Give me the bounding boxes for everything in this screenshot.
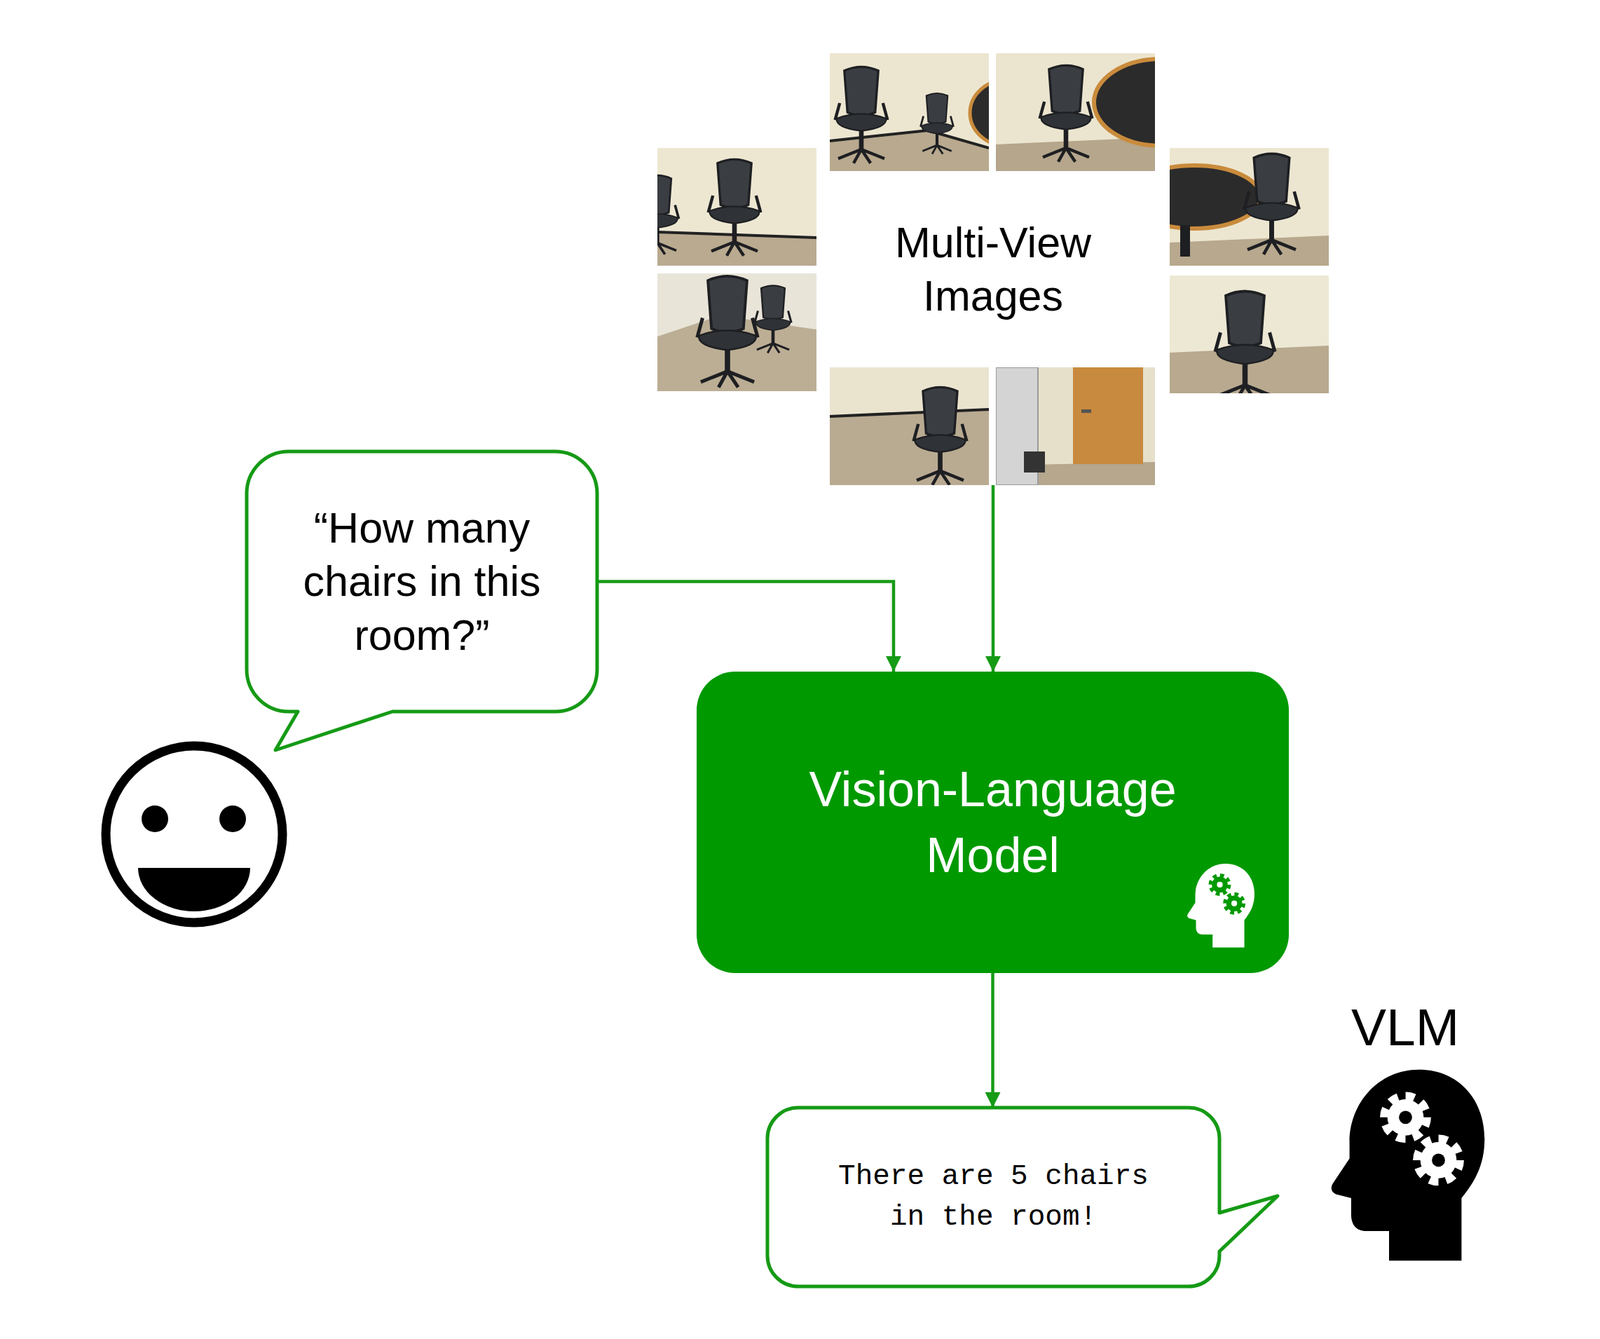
process-box: Vision-Language Model: [696, 671, 1289, 973]
speech-bubble: There are 5 chairs in the room!: [767, 1107, 1220, 1287]
photo-baseboard: [657, 231, 817, 238]
gear: [1384, 1095, 1427, 1139]
room-photo: [829, 53, 989, 172]
node-text: There are 5 chairs in the room!: [829, 1156, 1159, 1237]
photo-chair: [657, 175, 680, 255]
node-text: Multi-View Images: [852, 215, 1134, 324]
photo-baseboard: [829, 409, 989, 417]
smiley-mouth: [138, 867, 251, 912]
room-photo: [657, 273, 817, 392]
photo-wall: [657, 147, 817, 266]
room-photo: [829, 367, 989, 485]
node-text: Vision-Language Model: [782, 756, 1204, 889]
photo-chair: [835, 66, 888, 164]
room-photo: [995, 53, 1155, 172]
brain-icon: [1187, 863, 1255, 947]
head-silhouette: [1187, 863, 1255, 947]
photo-baseboard: [829, 130, 989, 148]
photo-bin: [1023, 451, 1045, 473]
photo-floor: [829, 130, 989, 172]
photo-wall: [829, 53, 989, 172]
photo-table: [1093, 58, 1155, 146]
photo-table-leg: [1180, 224, 1191, 257]
flow-arrow: [991, 484, 996, 672]
box-fill: [696, 671, 1289, 973]
room-photo: [995, 367, 1155, 485]
photo-chair: [1215, 291, 1275, 394]
room-photo: [657, 147, 817, 266]
photo-chair: [920, 93, 954, 155]
room-photo: [1169, 275, 1329, 394]
smiley-eye: [141, 805, 169, 832]
node-outline: [657, 53, 1329, 485]
bubble-outline: [246, 451, 598, 750]
photo-table: [969, 79, 989, 147]
room-photo: [1169, 147, 1329, 266]
photo-chair: [697, 276, 758, 388]
speech-bubble: “How many chairs in this room?”: [246, 451, 598, 712]
photo-floor: [829, 409, 989, 485]
photo-chair: [913, 386, 968, 485]
photo-chair: [1243, 153, 1299, 255]
photo-door: [1072, 367, 1144, 464]
image-group: Multi-View Images: [657, 53, 1329, 485]
photo-wall: [829, 367, 989, 485]
flow-arrow: [597, 581, 894, 673]
head-silhouette: [1331, 1069, 1486, 1261]
photo-chair: [1040, 65, 1093, 162]
bubble-outline: [767, 1107, 1278, 1287]
user-smiley: [105, 745, 283, 923]
smiley-eye: [219, 805, 246, 832]
photo-chair: [754, 285, 792, 353]
node-text: “How many chairs in this room?”: [274, 501, 570, 662]
gear: [1417, 1138, 1460, 1181]
photo-chair: [708, 159, 762, 256]
photo-wall: [657, 273, 817, 392]
node-outline: [696, 671, 1289, 973]
gear: [1210, 875, 1230, 895]
smiley-face: [105, 745, 283, 923]
photo-door-handle: [1081, 409, 1092, 413]
photo-floor: [657, 231, 817, 266]
vlm-head-icon: [1331, 1069, 1486, 1261]
icon-label: VLM: [1351, 996, 1460, 1057]
flow-arrow: [990, 972, 995, 1108]
node-outline: [767, 1107, 1220, 1287]
gear: [1225, 893, 1244, 913]
photo-wall: [995, 367, 1155, 485]
